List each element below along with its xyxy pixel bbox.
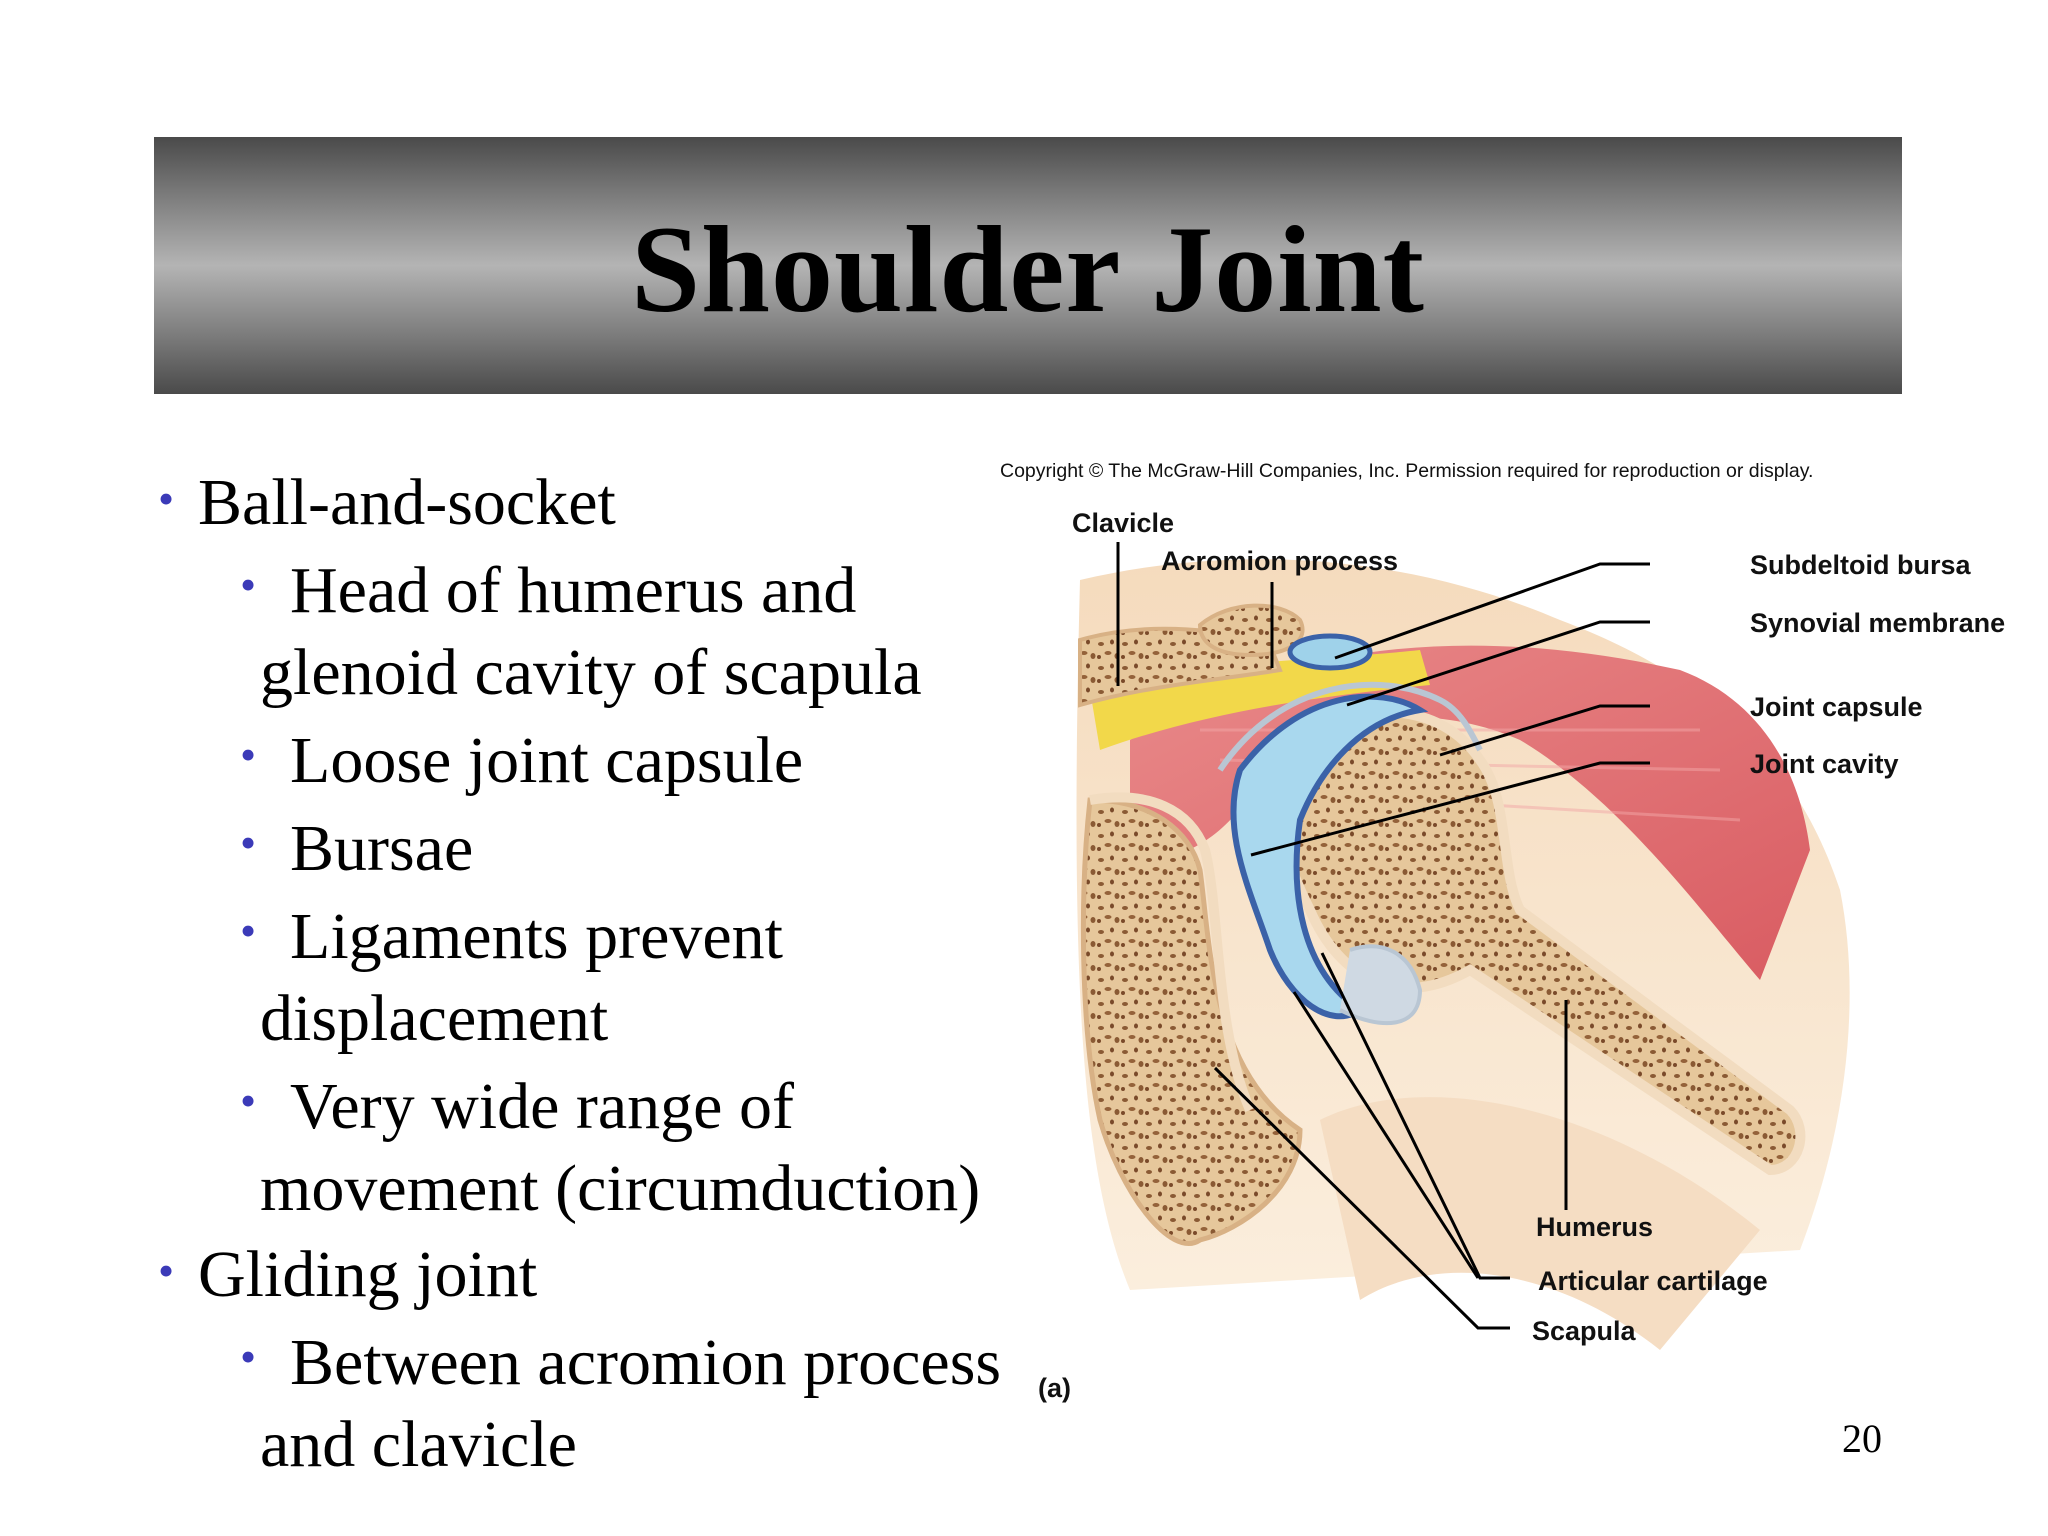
label-joint-cavity: Joint cavity xyxy=(1750,749,1899,779)
label-scapula: Scapula xyxy=(1532,1316,1636,1346)
label-subdeltoid-bursa: Subdeltoid bursa xyxy=(1750,550,1971,580)
bullet-list: •Ball-and-socket •Head of humerus and gl… xyxy=(150,458,1030,1486)
slide-title: Shoulder Joint xyxy=(631,200,1425,338)
figure-panel-label: (a) xyxy=(1038,1373,1071,1403)
copyright-notice: Copyright © The McGraw-Hill Companies, I… xyxy=(1000,460,1814,482)
shoulder-illustration xyxy=(1076,542,1850,1350)
sub-bullet-item: •Bursae xyxy=(150,802,1030,890)
sub-bullet-item: •Very wide range of movement (circumduct… xyxy=(150,1060,1030,1230)
bullet-dot-icon: • xyxy=(240,559,257,610)
leader-lines xyxy=(1116,542,1650,1330)
page-number: 20 xyxy=(1842,1416,1882,1461)
bullet-dot-icon: • xyxy=(158,473,175,524)
sub-bullet-item: •Head of humerus and glenoid cavity of s… xyxy=(150,544,1030,714)
bullet-item: •Gliding joint xyxy=(150,1230,1030,1316)
bullet-dot-icon: • xyxy=(158,1245,175,1296)
label-articular-cartilage: Articular cartilage xyxy=(1538,1266,1768,1296)
bullet-dot-icon: • xyxy=(240,729,257,780)
label-clavicle: Clavicle xyxy=(1072,508,1175,538)
shoulder-joint-diagram: Clavicle Acromion process Subdeltoid bur… xyxy=(1000,470,2048,1420)
bullet-dot-icon: • xyxy=(240,817,257,868)
label-humerus: Humerus xyxy=(1536,1212,1654,1242)
sub-bullet-item: •Ligaments prevent displacement xyxy=(150,890,1030,1060)
title-bar: Shoulder Joint xyxy=(154,137,1902,394)
bullet-dot-icon: • xyxy=(240,905,257,956)
label-synovial-membrane: Synovial membrane xyxy=(1750,608,2006,638)
label-joint-capsule: Joint capsule xyxy=(1750,692,1923,722)
sub-bullet-item: •Between acromion process and clavicle xyxy=(150,1316,1030,1486)
label-acromion-process: Acromion process xyxy=(1161,546,1399,576)
bullet-item: •Ball-and-socket xyxy=(150,458,1030,544)
bullet-dot-icon: • xyxy=(240,1075,257,1126)
bullet-dot-icon: • xyxy=(240,1331,257,1382)
sub-bullet-item: •Loose joint capsule xyxy=(150,714,1030,802)
